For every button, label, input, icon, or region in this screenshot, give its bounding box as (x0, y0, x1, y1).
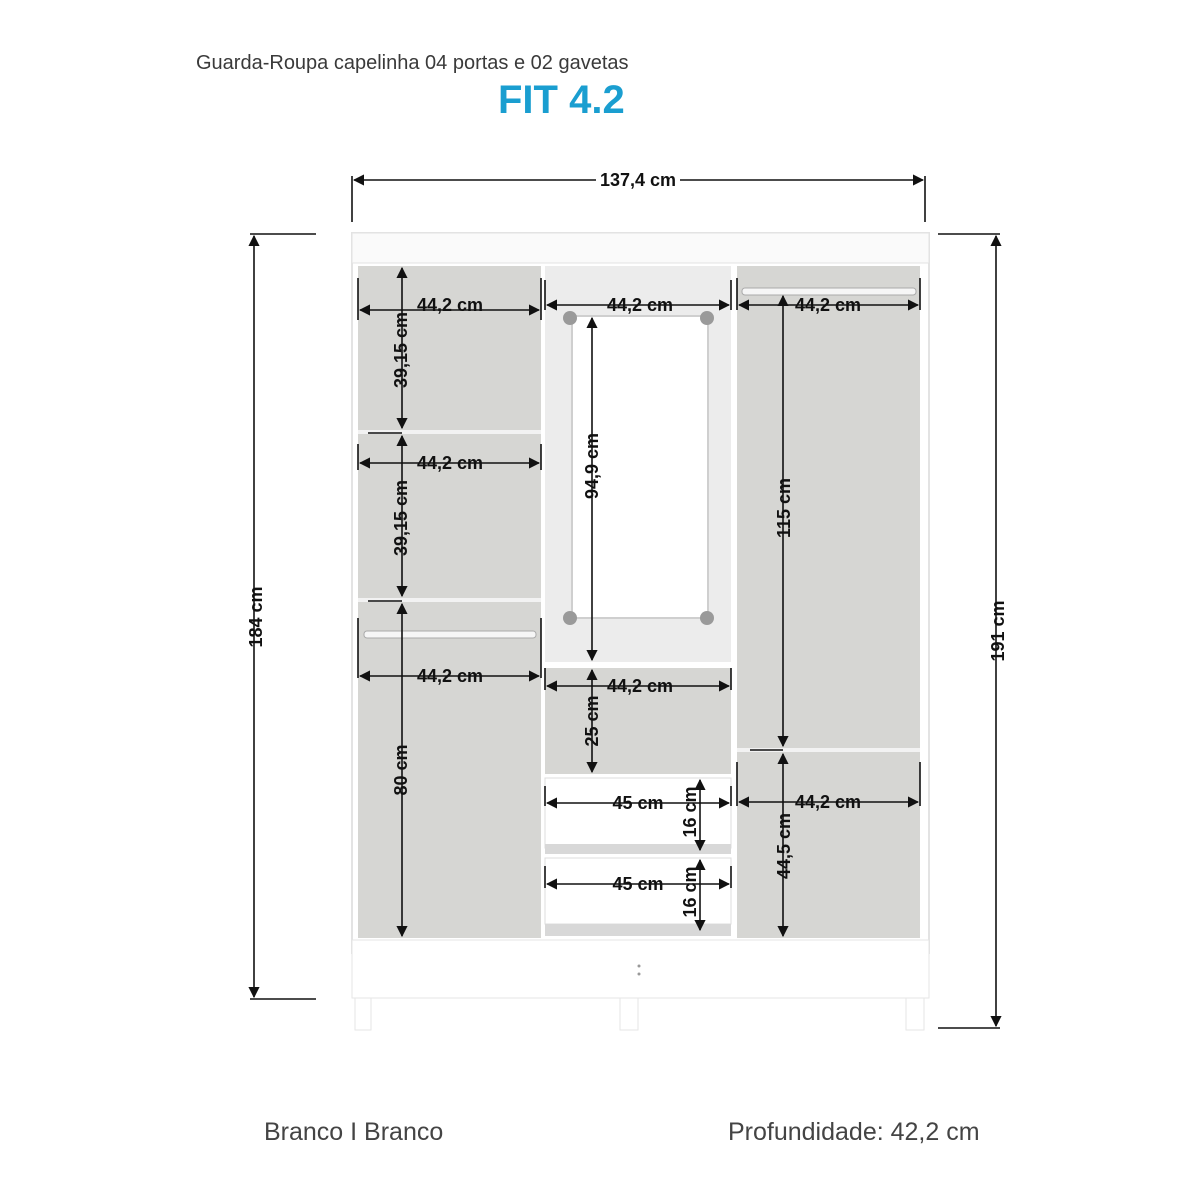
label-right-bottom-height: 44,5 cm (774, 813, 794, 879)
label-left-top-height: 39,15 cm (391, 312, 411, 388)
label-right-top-height: 115 cm (774, 478, 794, 538)
label-total-height: 191 cm (988, 600, 1008, 661)
dimension-lines (248, 174, 1002, 1029)
label-right-bottom-width: 44,2 cm (795, 792, 861, 812)
product-subtitle: Guarda-Roupa capelinha 04 portas e 02 ga… (196, 52, 629, 74)
finish-label: Branco I Branco (264, 1118, 444, 1146)
label-mirror-height: 94,9 cm (582, 433, 602, 499)
label-left-bottom-height: 80 cm (391, 744, 411, 795)
right-column (737, 266, 920, 938)
label-drawer1-height: 16 cm (680, 786, 700, 837)
label-body-height: 184 cm (246, 586, 266, 647)
dimension-labels: 137,4 cm 184 cm 191 cm 44,2 cm 39,15 cm … (246, 168, 1008, 918)
label-left-mid-width: 44,2 cm (417, 453, 483, 473)
label-left-bottom-width: 44,2 cm (417, 666, 483, 686)
label-right-top-width: 44,2 cm (795, 295, 861, 315)
model-title: FIT 4.2 (498, 78, 625, 122)
label-drawer1-width: 45 cm (612, 793, 663, 813)
label-center-niche-width: 44,2 cm (607, 676, 673, 696)
label-drawer2-height: 16 cm (680, 866, 700, 917)
label-drawer2-width: 45 cm (612, 874, 663, 894)
label-left-top-width: 44,2 cm (417, 295, 483, 315)
label-left-mid-height: 39,15 cm (391, 480, 411, 556)
center-column (544, 266, 732, 936)
label-center-top-width: 44,2 cm (607, 295, 673, 315)
label-overall-width: 137,4 cm (600, 170, 676, 190)
depth-label: Profundidade: 42,2 cm (728, 1118, 980, 1146)
label-center-niche-height: 25 cm (582, 695, 602, 746)
left-column (358, 266, 541, 938)
